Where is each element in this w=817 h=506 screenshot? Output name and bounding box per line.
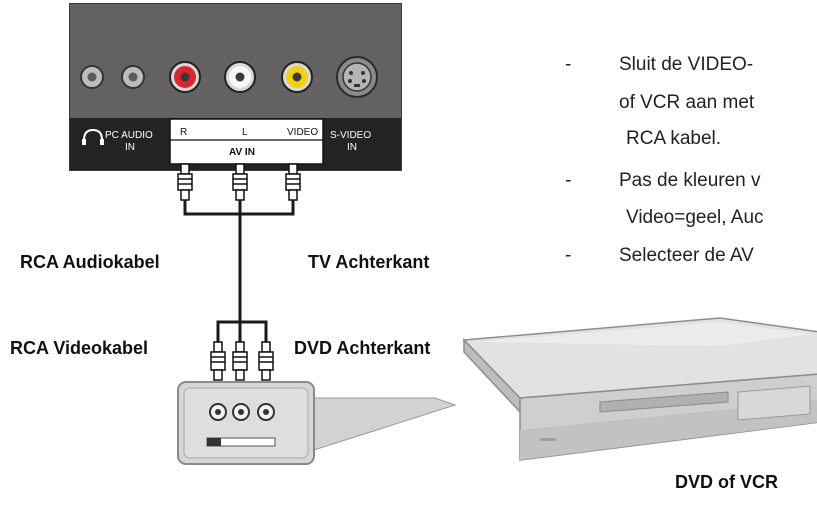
instruction-3-line-1: Selecteer de AV [619,245,754,266]
tv-rear-panel [69,3,402,171]
dvd-rear-jacks [209,403,275,421]
instruction-2-line-1: Pas de kleuren v [619,170,761,191]
r-port-label: R [180,127,187,138]
av-in-label: AV IN [229,147,255,158]
instruction-dash-2: - [565,170,572,191]
dvd-player [462,317,817,461]
svideo-jack [336,56,378,98]
dvd-or-vcr-label: DVD of VCR [675,472,778,492]
headphone-icon [82,128,104,145]
tv-back-label: TV Achterkant [308,252,430,272]
audio-right-red-jack [169,61,201,93]
svideo-label: S-VIDEO [330,130,371,141]
instruction-1-line-2: of VCR aan met [619,92,755,113]
rca-video-cable-label: RCA Videokabel [10,338,149,358]
dvd-rca-plugs [210,341,274,381]
tv-jacks [80,56,378,98]
instruction-1-line-1: Sluit de VIDEO- [619,54,754,75]
callout-wedge [313,397,457,451]
instruction-1-line-3: RCA kabel. [626,128,722,149]
svideo-in-label: IN [347,142,357,153]
instruction-2-line-2: Video=geel, Auc [626,207,764,228]
audio-left-white-jack [224,61,256,93]
pc-audio-jack-1 [80,65,104,89]
pc-audio-in-label: IN [125,142,135,153]
rca-cables [183,200,295,342]
rca-audio-cable-label: RCA Audiokabel [20,252,160,272]
instruction-dash-3: - [565,245,572,266]
video-port-label: VIDEO [287,127,318,138]
dvd-back-label: DVD Achterkant [294,338,431,358]
dvd-rear-panel [177,381,315,465]
instruction-dash-1: - [565,54,572,75]
l-port-label: L [242,127,248,138]
pc-audio-label: PC AUDIO [105,130,153,141]
video-yellow-jack [281,61,313,93]
tv-rca-plugs [177,163,301,201]
pc-audio-jack-2 [121,65,145,89]
